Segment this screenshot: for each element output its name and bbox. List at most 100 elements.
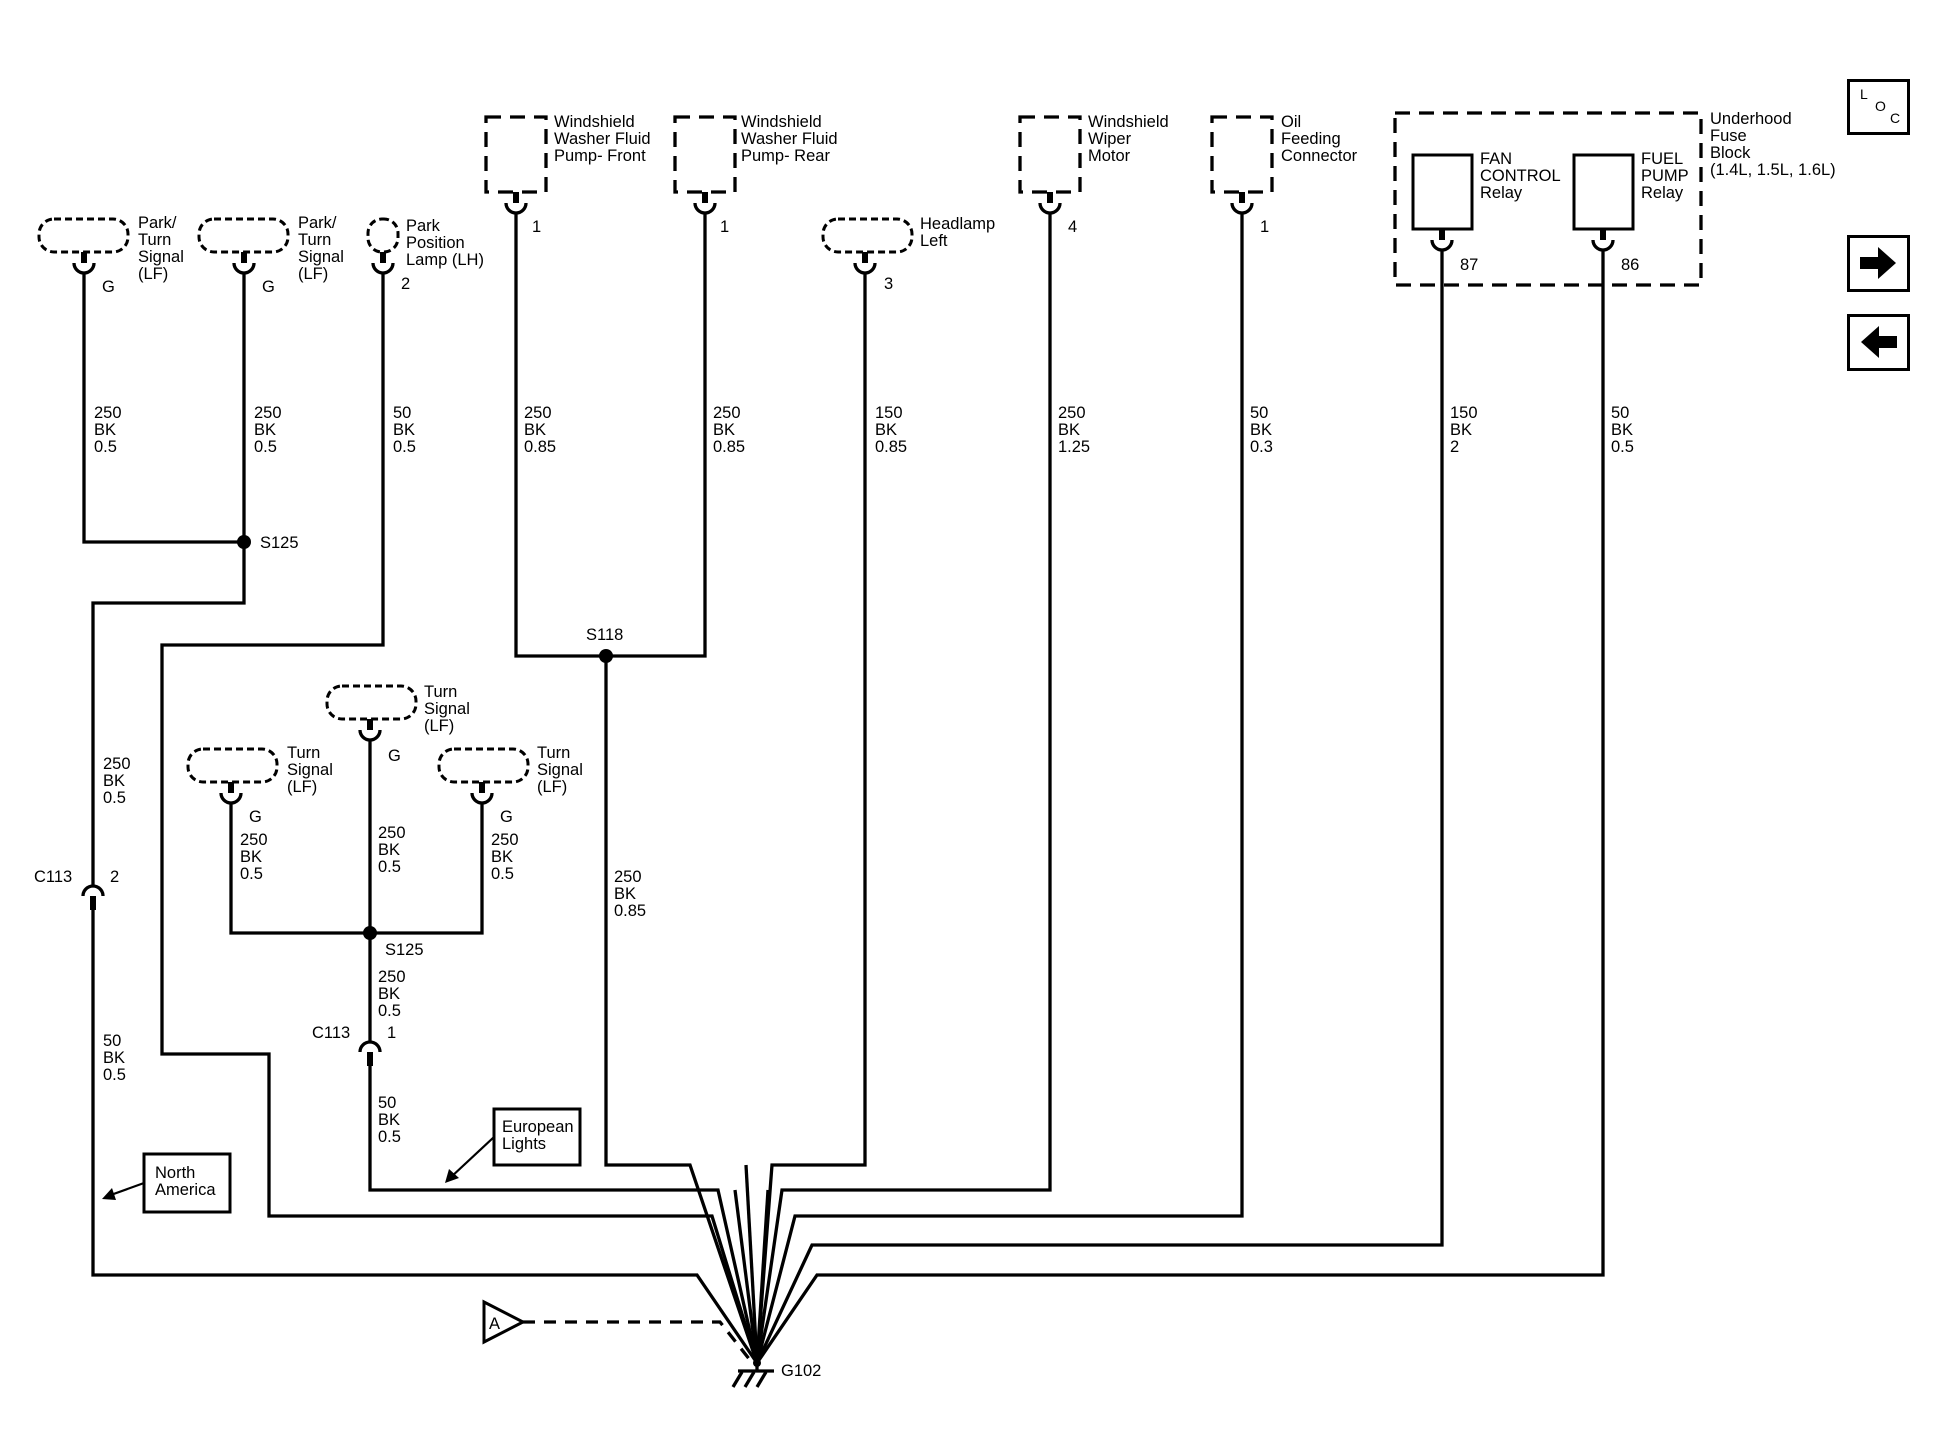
svg-text:Position: Position	[406, 234, 465, 252]
svg-text:Windshield: Windshield	[554, 113, 635, 131]
svg-text:FUEL: FUEL	[1641, 150, 1683, 168]
svg-text:250: 250	[378, 968, 406, 986]
svg-text:150: 150	[1450, 404, 1478, 422]
svg-text:C: C	[1890, 110, 1900, 126]
svg-text:0.5: 0.5	[378, 1002, 401, 1020]
washer-pump-rear: Windshield Washer Fluid Pump- Rear 1	[673, 113, 838, 236]
svg-text:0.5: 0.5	[491, 865, 514, 883]
svg-text:Connector: Connector	[1281, 147, 1358, 165]
svg-text:Lights: Lights	[502, 1135, 546, 1153]
ground-g102: G102	[731, 1359, 821, 1388]
turn-signal-top-lamp: Turn Signal (LF) G	[325, 683, 470, 765]
svg-text:0.5: 0.5	[94, 438, 117, 456]
svg-text:BK: BK	[491, 848, 513, 866]
next-page-button[interactable]	[1847, 235, 1910, 292]
svg-text:3: 3	[884, 275, 893, 293]
svg-text:50: 50	[1250, 404, 1268, 422]
svg-text:Signal: Signal	[424, 700, 470, 718]
right-arrow-icon	[1860, 247, 1896, 279]
svg-text:Underhood: Underhood	[1710, 110, 1792, 128]
svg-text:Left: Left	[920, 232, 948, 250]
svg-text:BK: BK	[240, 848, 262, 866]
svg-text:0.5: 0.5	[1611, 438, 1634, 456]
svg-text:(LF): (LF)	[138, 265, 168, 283]
european-lights-callout: European Lights	[445, 1107, 582, 1183]
splice-s125-top: S125	[237, 534, 299, 552]
location-button[interactable]: L O C	[1847, 79, 1910, 135]
svg-text:0.5: 0.5	[378, 858, 401, 876]
svg-text:250: 250	[240, 831, 268, 849]
wire-runs	[82, 213, 1605, 1364]
svg-text:G: G	[249, 808, 262, 826]
svg-text:250: 250	[614, 868, 642, 886]
turn-signal-wires	[229, 740, 484, 1041]
svg-text:250: 250	[524, 404, 552, 422]
wiper-motor: Windshield Wiper Motor 4	[1018, 113, 1169, 236]
svg-text:Park/: Park/	[138, 214, 177, 232]
svg-text:0.85: 0.85	[875, 438, 907, 456]
connector-c113-pin-1: C113 1	[312, 1024, 396, 1066]
headlamp-left: Headlamp Left 3	[821, 215, 995, 293]
svg-text:250: 250	[491, 831, 519, 849]
svg-text:250: 250	[103, 755, 131, 773]
svg-text:50: 50	[378, 1094, 396, 1112]
park-turn-signal-lamp-2: Park/ Turn Signal (LF) G	[197, 214, 344, 296]
svg-text:North: North	[155, 1164, 195, 1182]
svg-text:Relay: Relay	[1641, 184, 1684, 202]
svg-text:Signal: Signal	[537, 761, 583, 779]
svg-text:87: 87	[1460, 256, 1478, 274]
svg-text:1.25: 1.25	[1058, 438, 1090, 456]
svg-text:G: G	[262, 278, 275, 296]
svg-text:0.5: 0.5	[103, 789, 126, 807]
svg-text:G102: G102	[781, 1362, 821, 1380]
svg-text:Turn: Turn	[537, 744, 570, 762]
svg-text:150: 150	[875, 404, 903, 422]
svg-text:Feeding: Feeding	[1281, 130, 1341, 148]
svg-text:250: 250	[94, 404, 122, 422]
svg-text:250: 250	[1058, 404, 1086, 422]
connector-c113-pin-2: C113 2	[34, 868, 119, 910]
svg-text:2: 2	[401, 275, 410, 293]
location-icon: L O C	[1860, 86, 1900, 126]
svg-text:0.5: 0.5	[240, 865, 263, 883]
svg-text:(LF): (LF)	[424, 717, 454, 735]
svg-text:Park/: Park/	[298, 214, 337, 232]
svg-text:Block: Block	[1710, 144, 1751, 162]
svg-text:(LF): (LF)	[537, 778, 567, 796]
svg-text:Windshield: Windshield	[741, 113, 822, 131]
svg-text:0.5: 0.5	[254, 438, 277, 456]
park-turn-signal-lamp-1: Park/ Turn Signal (LF) G	[37, 214, 184, 296]
svg-text:Washer Fluid: Washer Fluid	[741, 130, 838, 148]
previous-page-button[interactable]	[1847, 314, 1910, 371]
svg-text:(1.4L, 1.5L, 1.6L): (1.4L, 1.5L, 1.6L)	[1710, 161, 1836, 179]
svg-text:Motor: Motor	[1088, 147, 1131, 165]
svg-text:S118: S118	[586, 626, 623, 644]
svg-text:Turn: Turn	[424, 683, 457, 701]
svg-text:2: 2	[1450, 438, 1459, 456]
svg-text:BK: BK	[378, 1111, 400, 1129]
splice-s118: S118	[586, 626, 623, 663]
svg-text:Signal: Signal	[298, 248, 344, 266]
svg-text:C113: C113	[312, 1024, 350, 1042]
svg-text:Oil: Oil	[1281, 113, 1301, 131]
svg-text:European: European	[502, 1118, 574, 1136]
svg-text:G: G	[500, 808, 513, 826]
svg-text:2: 2	[110, 868, 119, 886]
svg-text:BK: BK	[378, 841, 400, 859]
svg-text:BK: BK	[713, 421, 735, 439]
svg-text:Headlamp: Headlamp	[920, 215, 995, 233]
svg-text:BK: BK	[393, 421, 415, 439]
reference-a-marker: A	[482, 1299, 752, 1362]
svg-text:BK: BK	[103, 772, 125, 790]
